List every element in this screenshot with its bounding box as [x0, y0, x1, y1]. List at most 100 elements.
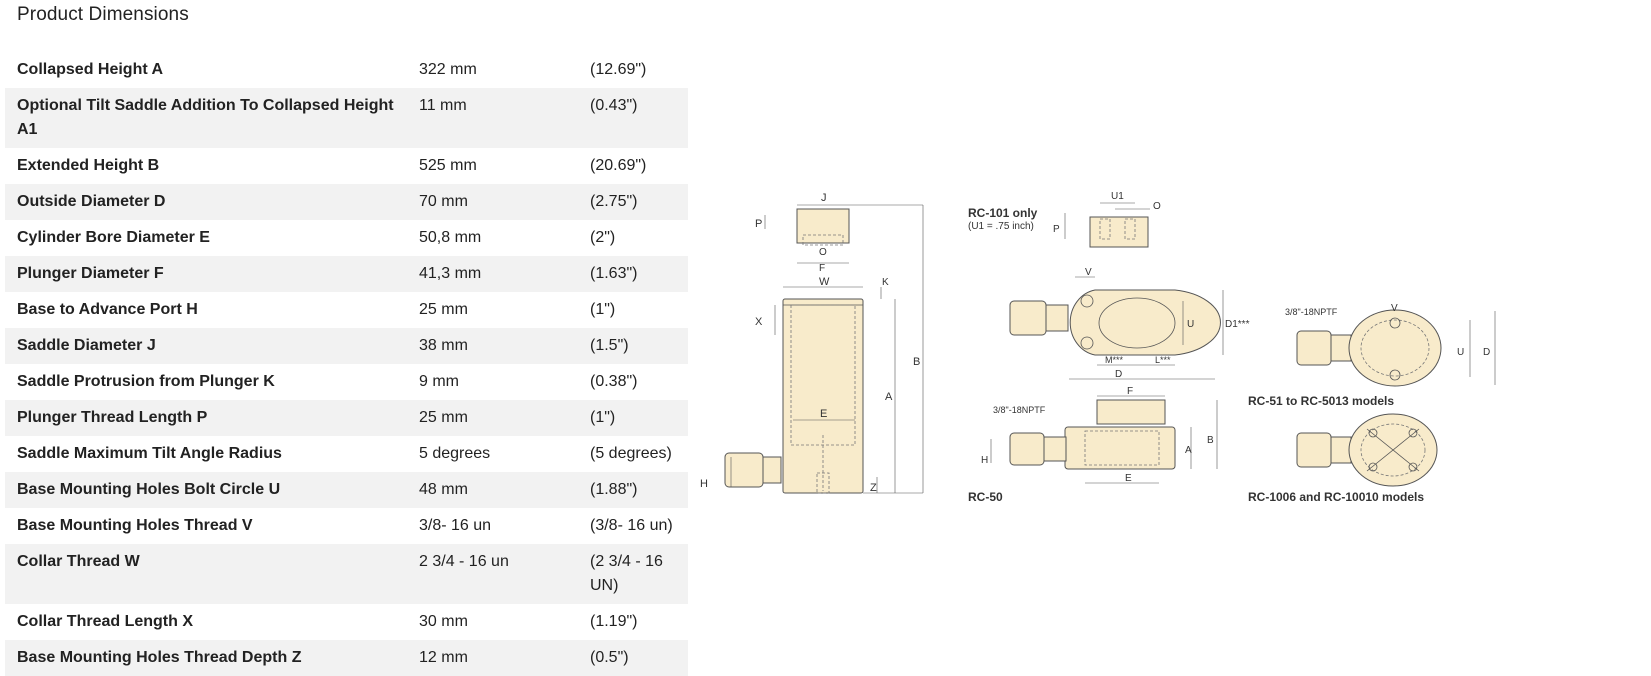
- label-E: E: [820, 408, 827, 420]
- label-A: A: [885, 391, 893, 403]
- label-U: U: [1187, 319, 1194, 330]
- label-H2: H: [981, 455, 988, 466]
- rc101-plunger-shape: [1089, 216, 1149, 248]
- metric-value: 41,3 mm: [403, 256, 577, 292]
- metric-value: 70 mm: [403, 184, 577, 220]
- dimension-label: Cylinder Bore Diameter E: [17, 229, 210, 246]
- label-U2: U: [1457, 347, 1464, 358]
- dimension-label: Plunger Diameter F: [5, 256, 403, 292]
- label-D2: D: [1483, 347, 1490, 358]
- dimension-label: Optional Tilt Saddle Addition To Collaps…: [5, 88, 403, 148]
- imperial-value: (0.43"): [577, 88, 688, 148]
- top-view: V U D1*** M*** L*** D: [1009, 267, 1250, 380]
- rc50-fitting-shape: [1009, 432, 1045, 466]
- imperial-value: (20.69"): [590, 157, 647, 174]
- label-H: H: [700, 478, 708, 490]
- imperial-value: (1"): [577, 400, 688, 436]
- imperial-value: (0.5"): [577, 640, 688, 676]
- metric-value: 9 mm: [419, 373, 459, 390]
- label-B: B: [913, 356, 920, 368]
- label-V2: V: [1391, 303, 1398, 314]
- rc51-thread-label: 3/8"-18NPTF: [1285, 307, 1338, 317]
- rc101-title: RC-101 only: [968, 206, 1038, 220]
- dimension-label: Base Mounting Holes Bolt Circle U: [5, 472, 403, 508]
- label-W: W: [819, 276, 830, 288]
- dimension-label: Saddle Diameter J: [5, 328, 403, 364]
- dimension-label: Saddle Maximum Tilt Angle Radius: [17, 445, 282, 462]
- imperial-value: (1.88"): [577, 472, 688, 508]
- label-A2: A: [1185, 445, 1192, 456]
- rc50-body-shape: [1064, 426, 1176, 470]
- metric-value: 48 mm: [403, 472, 577, 508]
- imperial-value: (5 degrees): [590, 445, 672, 462]
- imperial-value: (2 3/4 - 16 UN): [577, 544, 688, 604]
- label-D1: D1***: [1225, 319, 1250, 330]
- metric-value: 25 mm: [419, 301, 468, 318]
- top-fitting-shape: [1009, 300, 1047, 336]
- label-B2: B: [1207, 435, 1214, 446]
- imperial-value: (1.5"): [577, 328, 688, 364]
- saddle-shape: [796, 208, 850, 244]
- rc50-title: RC-50: [968, 490, 1003, 504]
- metric-value: 30 mm: [419, 613, 468, 630]
- rc50-thread-label: 3/8"-18NPTF: [993, 405, 1046, 415]
- metric-value: 38 mm: [403, 328, 577, 364]
- rc1006-view: RC-1006 and RC-10010 models: [1248, 413, 1438, 504]
- imperial-value: (3/8- 16 un): [590, 517, 673, 534]
- dimension-label: Plunger Thread Length P: [5, 400, 403, 436]
- label-F2: F: [1127, 386, 1133, 397]
- dimension-label: Collapsed Height A: [17, 61, 164, 78]
- label-O2: O: [1153, 201, 1161, 212]
- imperial-value: (2.75"): [577, 184, 688, 220]
- technical-drawing: .part { fill: #f8ebcb; stroke: #555; str…: [700, 191, 1585, 540]
- rc51-title: RC-51 to RC-5013 models: [1248, 394, 1394, 408]
- label-D: D: [1115, 369, 1122, 380]
- imperial-value: (1"): [590, 301, 616, 318]
- rc101-inset: RC-101 only (U1 = .75 inch) U1 O P: [968, 191, 1161, 248]
- rc1006-title: RC-1006 and RC-10010 models: [1248, 490, 1424, 504]
- rc1006-nut-shape: [1330, 436, 1352, 464]
- rc50-view: 3/8"-18NPTF F H A B E RC-50: [968, 386, 1218, 504]
- top-nut-shape: [1045, 304, 1069, 332]
- rc50-nut-shape: [1043, 436, 1067, 462]
- rc51-fitting-shape: [1296, 330, 1332, 366]
- label-O: O: [819, 247, 827, 258]
- label-L: L***: [1155, 355, 1171, 365]
- label-F: F: [819, 263, 825, 274]
- label-M: M***: [1105, 355, 1124, 365]
- label-V: V: [1085, 267, 1092, 278]
- imperial-value: (1.63"): [577, 256, 688, 292]
- dimension-label: Base Mounting Holes Thread Depth Z: [5, 640, 403, 676]
- imperial-value: (2"): [590, 229, 616, 246]
- table-row: Base to Advance Port H 25 mm (1"): [5, 292, 688, 328]
- dimension-label: Base to Advance Port H: [17, 301, 198, 318]
- label-J: J: [821, 192, 827, 204]
- label-U1: U1: [1111, 191, 1124, 202]
- metric-value: 3/8- 16 un: [419, 517, 492, 534]
- cylinder-dimension-drawing: .part { fill: #f8ebcb; stroke: #555; str…: [700, 191, 1496, 504]
- label-X: X: [755, 316, 763, 328]
- rc51-body-shape: [1348, 309, 1442, 387]
- cylinder-body-shape: [782, 298, 864, 494]
- dimension-label: Collar Thread Length X: [17, 613, 194, 630]
- table-row: Base Mounting Holes Thread V 3/8- 16 un (3…: [5, 508, 688, 544]
- dimension-label: Base Mounting Holes Thread V: [17, 517, 253, 534]
- dimension-label: Outside Diameter D: [5, 184, 403, 220]
- metric-value: 50,8 mm: [419, 229, 482, 246]
- label-E2: E: [1125, 473, 1132, 484]
- main-cylinder-view: J P O F W K X B A E H Z: [700, 192, 924, 494]
- dimension-label: Extended Height B: [17, 157, 160, 174]
- metric-value: 25 mm: [403, 400, 577, 436]
